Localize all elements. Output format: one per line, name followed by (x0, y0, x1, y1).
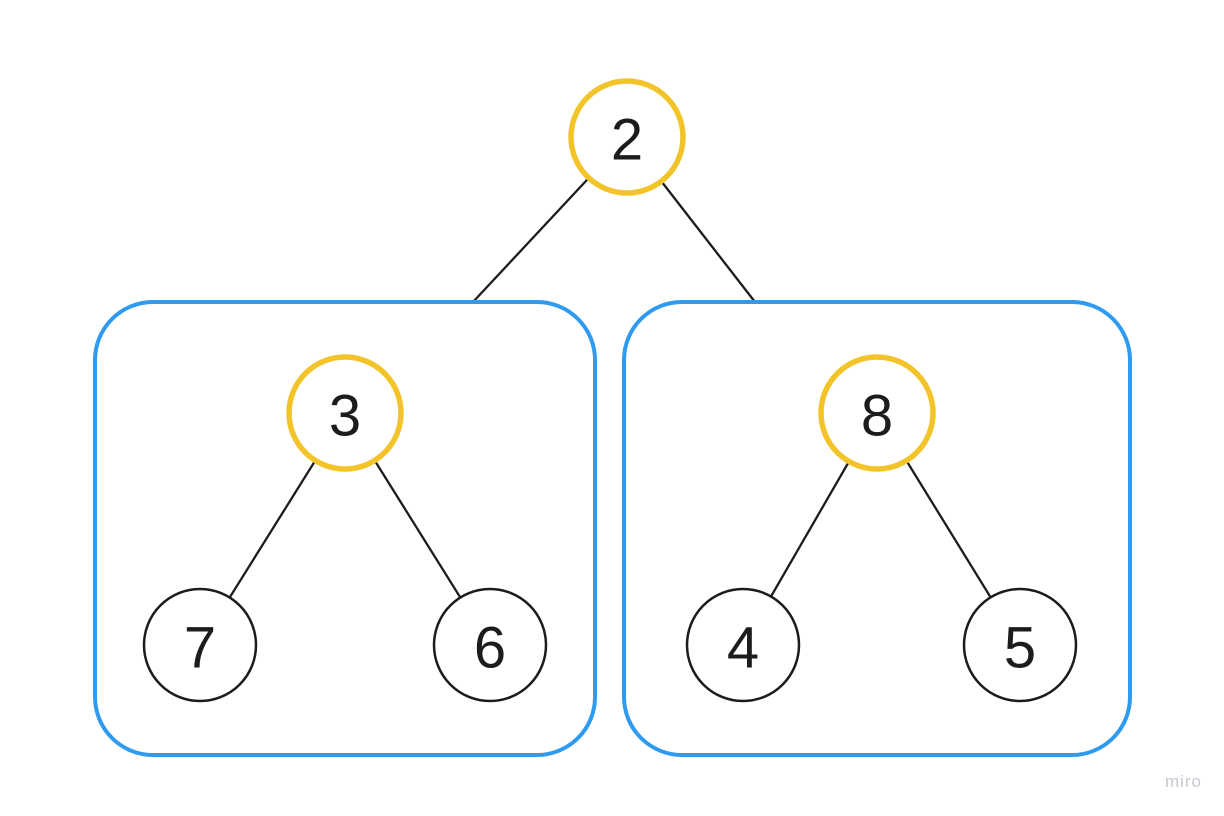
tree-node-4[interactable]: 4 (685, 587, 801, 703)
right-subtree-container[interactable] (622, 300, 1132, 757)
node-3-circle (286, 354, 404, 472)
node-7-circle (142, 587, 258, 703)
node-2-circle (568, 78, 686, 196)
tree-node-2[interactable]: 2 (568, 78, 686, 196)
tree-node-3[interactable]: 3 (286, 354, 404, 472)
node-2-label: 2 (611, 108, 643, 173)
node-4-circle (685, 587, 801, 703)
node-4-label: 4 (727, 616, 759, 681)
tree-node-6[interactable]: 6 (432, 587, 548, 703)
node-7-label: 7 (184, 616, 216, 681)
left-subtree-container[interactable] (93, 300, 597, 757)
tree-node-7[interactable]: 7 (142, 587, 258, 703)
tree-nodes: 2 3 8 7 6 4 5 (142, 78, 1078, 703)
node-8-circle (818, 354, 936, 472)
node-6-label: 6 (474, 616, 506, 681)
subtree-groups (93, 300, 1132, 757)
tree-node-5[interactable]: 5 (962, 587, 1078, 703)
node-8-label: 8 (861, 384, 893, 449)
miro-watermark: miro (1164, 772, 1202, 791)
node-5-circle (962, 587, 1078, 703)
node-3-label: 3 (329, 384, 361, 449)
node-5-label: 5 (1004, 616, 1036, 681)
tree-node-8[interactable]: 8 (818, 354, 936, 472)
node-6-circle (432, 587, 548, 703)
